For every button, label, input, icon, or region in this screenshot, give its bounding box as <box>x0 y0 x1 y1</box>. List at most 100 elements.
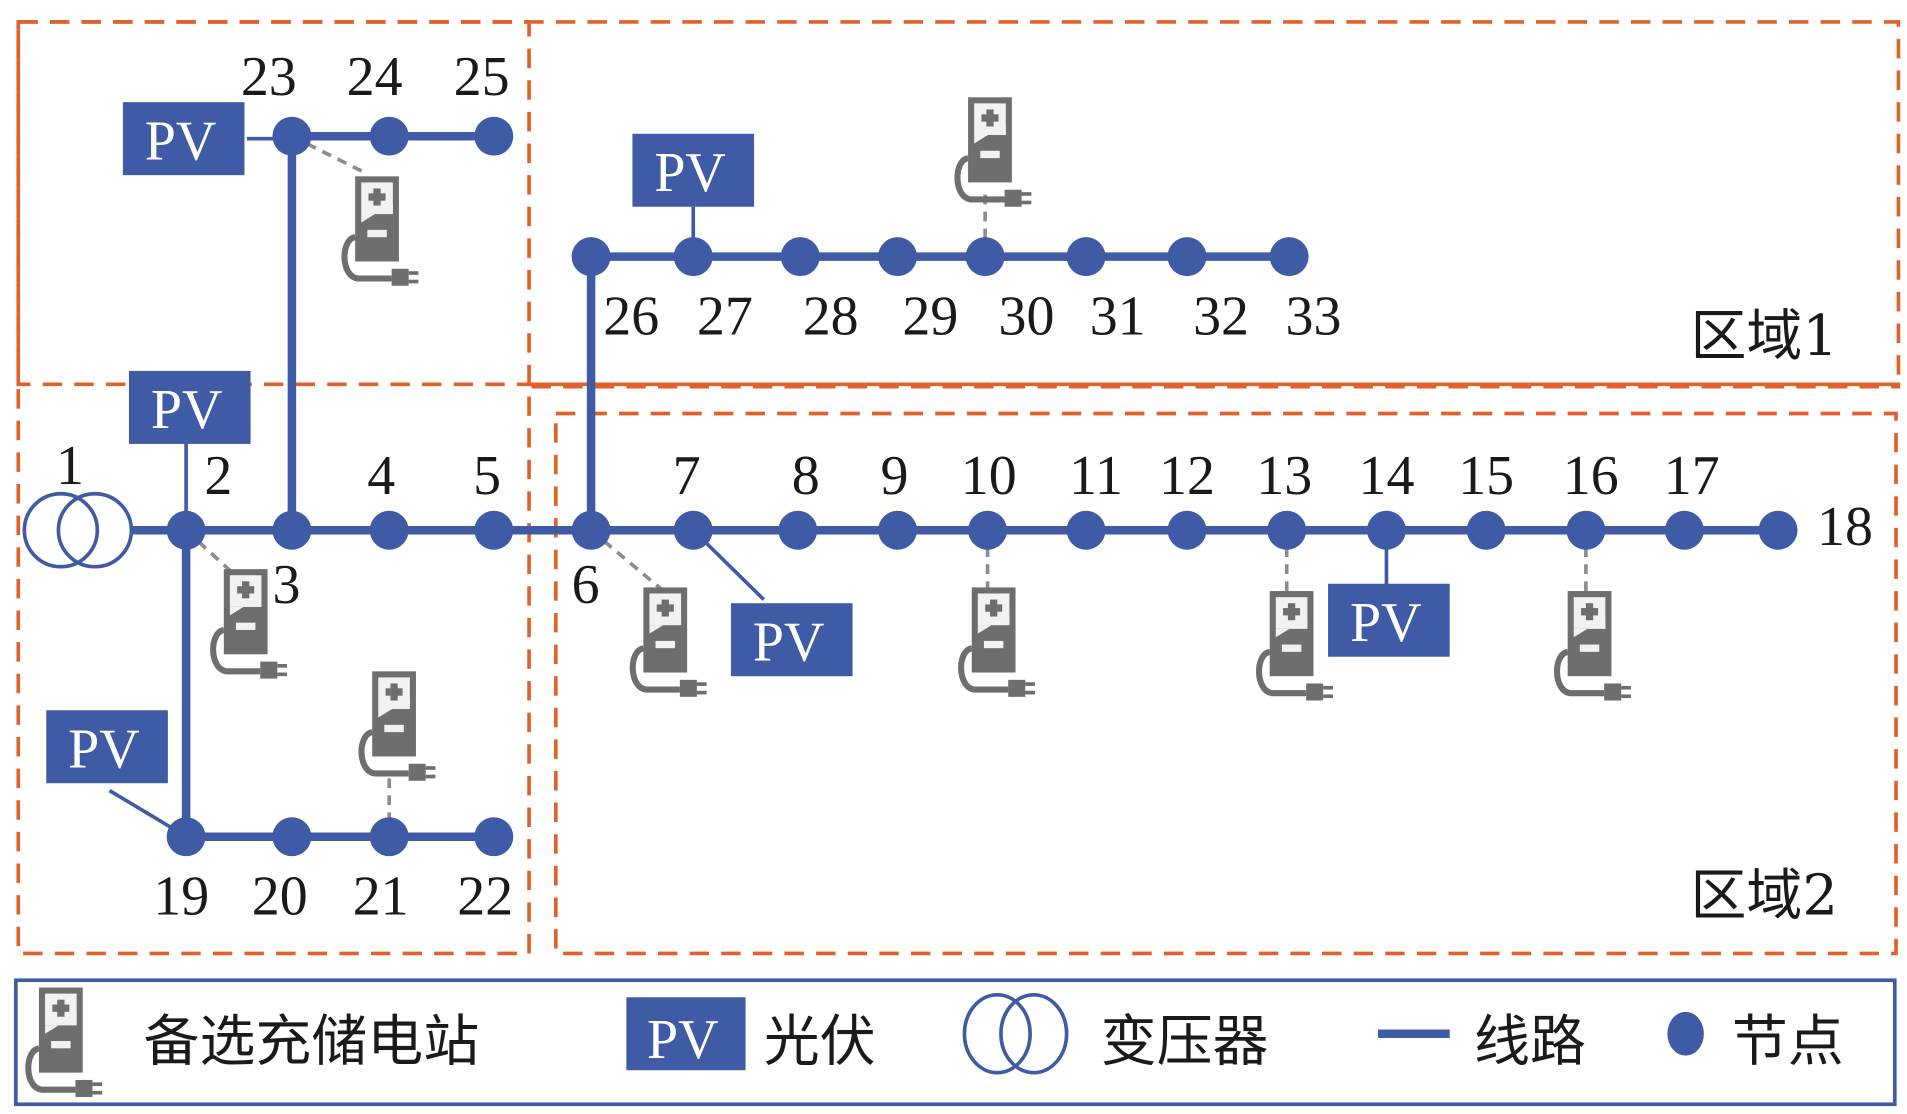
pv-unit-node-19: PV <box>46 710 168 784</box>
node-15 <box>1466 510 1506 550</box>
charging-station-icon-node-6 <box>633 587 707 696</box>
charging-station-icon-node-30 <box>957 97 1031 206</box>
node-label-8: 8 <box>792 445 820 507</box>
node-30 <box>965 237 1005 277</box>
node-label-4: 4 <box>367 445 395 507</box>
pv-label: PV <box>654 142 726 204</box>
pv-box <box>128 370 251 444</box>
node-label-17: 17 <box>1664 445 1720 507</box>
node-label-12: 12 <box>1159 445 1215 507</box>
pv-label: PV <box>753 611 825 673</box>
node-label-26: 26 <box>603 285 659 347</box>
node-label-28: 28 <box>803 285 859 347</box>
legend-pv-symbol: PV <box>647 1009 719 1071</box>
node-27 <box>673 237 713 277</box>
region-1-lower-boundary <box>16 20 531 956</box>
node-label-24: 24 <box>347 46 403 108</box>
node-label-30: 30 <box>998 285 1054 347</box>
node-2 <box>166 510 206 550</box>
pv-box <box>730 603 853 677</box>
node-5 <box>474 510 514 550</box>
node-label-15: 15 <box>1458 445 1514 507</box>
node-label-11: 11 <box>1069 445 1123 507</box>
pv-label: PV <box>1350 592 1422 654</box>
node-23 <box>272 116 312 156</box>
node-17 <box>1664 510 1704 550</box>
node-label-25: 25 <box>454 46 510 108</box>
node-label-31: 31 <box>1090 285 1146 347</box>
legend-transformer-label: 变压器 <box>1101 1009 1269 1074</box>
region-2-outer-boundary <box>527 382 1901 389</box>
node-25 <box>474 116 514 156</box>
node-21 <box>369 817 409 857</box>
region-2-boundary <box>553 411 1898 956</box>
node-3 <box>272 510 312 550</box>
node-7 <box>673 510 713 550</box>
transformer-icon <box>22 491 134 569</box>
pv-layer: PV PV PV PV PV PV <box>46 102 1450 784</box>
node-13 <box>1267 510 1307 550</box>
legend-pv-label: 光伏 <box>764 1009 876 1074</box>
node-label-6: 6 <box>572 554 600 616</box>
node-28 <box>780 237 820 277</box>
node-33 <box>1269 237 1309 277</box>
node-label-5: 5 <box>473 445 501 507</box>
node-20 <box>272 817 312 857</box>
legend-node-label: 节点 <box>1732 1009 1844 1074</box>
station-connector-23 <box>291 134 366 175</box>
node-label-27: 27 <box>697 285 753 347</box>
node-label-1: 1 <box>56 435 84 497</box>
pv-box <box>1328 583 1450 657</box>
node-label-33: 33 <box>1286 285 1342 347</box>
node-label-19: 19 <box>153 866 209 928</box>
pv-box <box>632 133 755 207</box>
pv-unit-node-7: PV <box>730 603 853 677</box>
node-label-2: 2 <box>204 445 232 507</box>
nodes-layer <box>166 116 1798 857</box>
pv-unit-node-23: PV <box>122 102 245 176</box>
pv-label: PV <box>145 110 217 172</box>
node-label-21: 21 <box>353 866 409 928</box>
node-8 <box>778 510 818 550</box>
legend-station-label: 备选充储电站 <box>144 1009 480 1074</box>
node-24 <box>369 116 409 156</box>
node-label-20: 20 <box>252 866 308 928</box>
node-12 <box>1167 510 1207 550</box>
node-11 <box>1066 510 1106 550</box>
legend-pv-box <box>626 997 746 1071</box>
node-26 <box>571 237 611 277</box>
node-label-7: 7 <box>673 445 701 507</box>
pv-label: PV <box>68 718 140 780</box>
node-31 <box>1066 237 1106 277</box>
node-label-10: 10 <box>961 445 1017 507</box>
node-label-14: 14 <box>1358 445 1414 507</box>
charging-station-icon-node-21 <box>362 671 436 780</box>
charging-station-icon-node-23 <box>344 176 418 285</box>
pv-box <box>46 710 168 784</box>
node-9 <box>878 510 918 550</box>
charging-station-icon-node-16 <box>1557 591 1631 700</box>
legend-line-label: 线路 <box>1474 1009 1586 1074</box>
pv-unit-node-27: PV <box>632 133 755 207</box>
node-19 <box>166 817 206 857</box>
node-label-13: 13 <box>1256 445 1312 507</box>
node-6 <box>571 510 611 550</box>
legend-node-symbol <box>1667 1011 1704 1056</box>
legend-transformer-icon <box>962 992 1069 1075</box>
node-14 <box>1366 510 1406 550</box>
node-22 <box>474 817 514 857</box>
pv-unit-node-2: PV <box>128 370 251 444</box>
pv-label: PV <box>151 379 223 441</box>
node-label-16: 16 <box>1563 445 1619 507</box>
node-10 <box>968 510 1008 550</box>
pv-unit-node-14: PV <box>1328 583 1450 657</box>
node-label-32: 32 <box>1193 285 1249 347</box>
region-2-label: 区域2 <box>1690 864 1837 929</box>
node-label-29: 29 <box>902 285 958 347</box>
node-label-3: 3 <box>272 554 300 616</box>
node-label-23: 23 <box>241 46 297 108</box>
charging-station-icon-node-13 <box>1259 591 1333 700</box>
charging-station-icon-node-10 <box>961 587 1035 696</box>
